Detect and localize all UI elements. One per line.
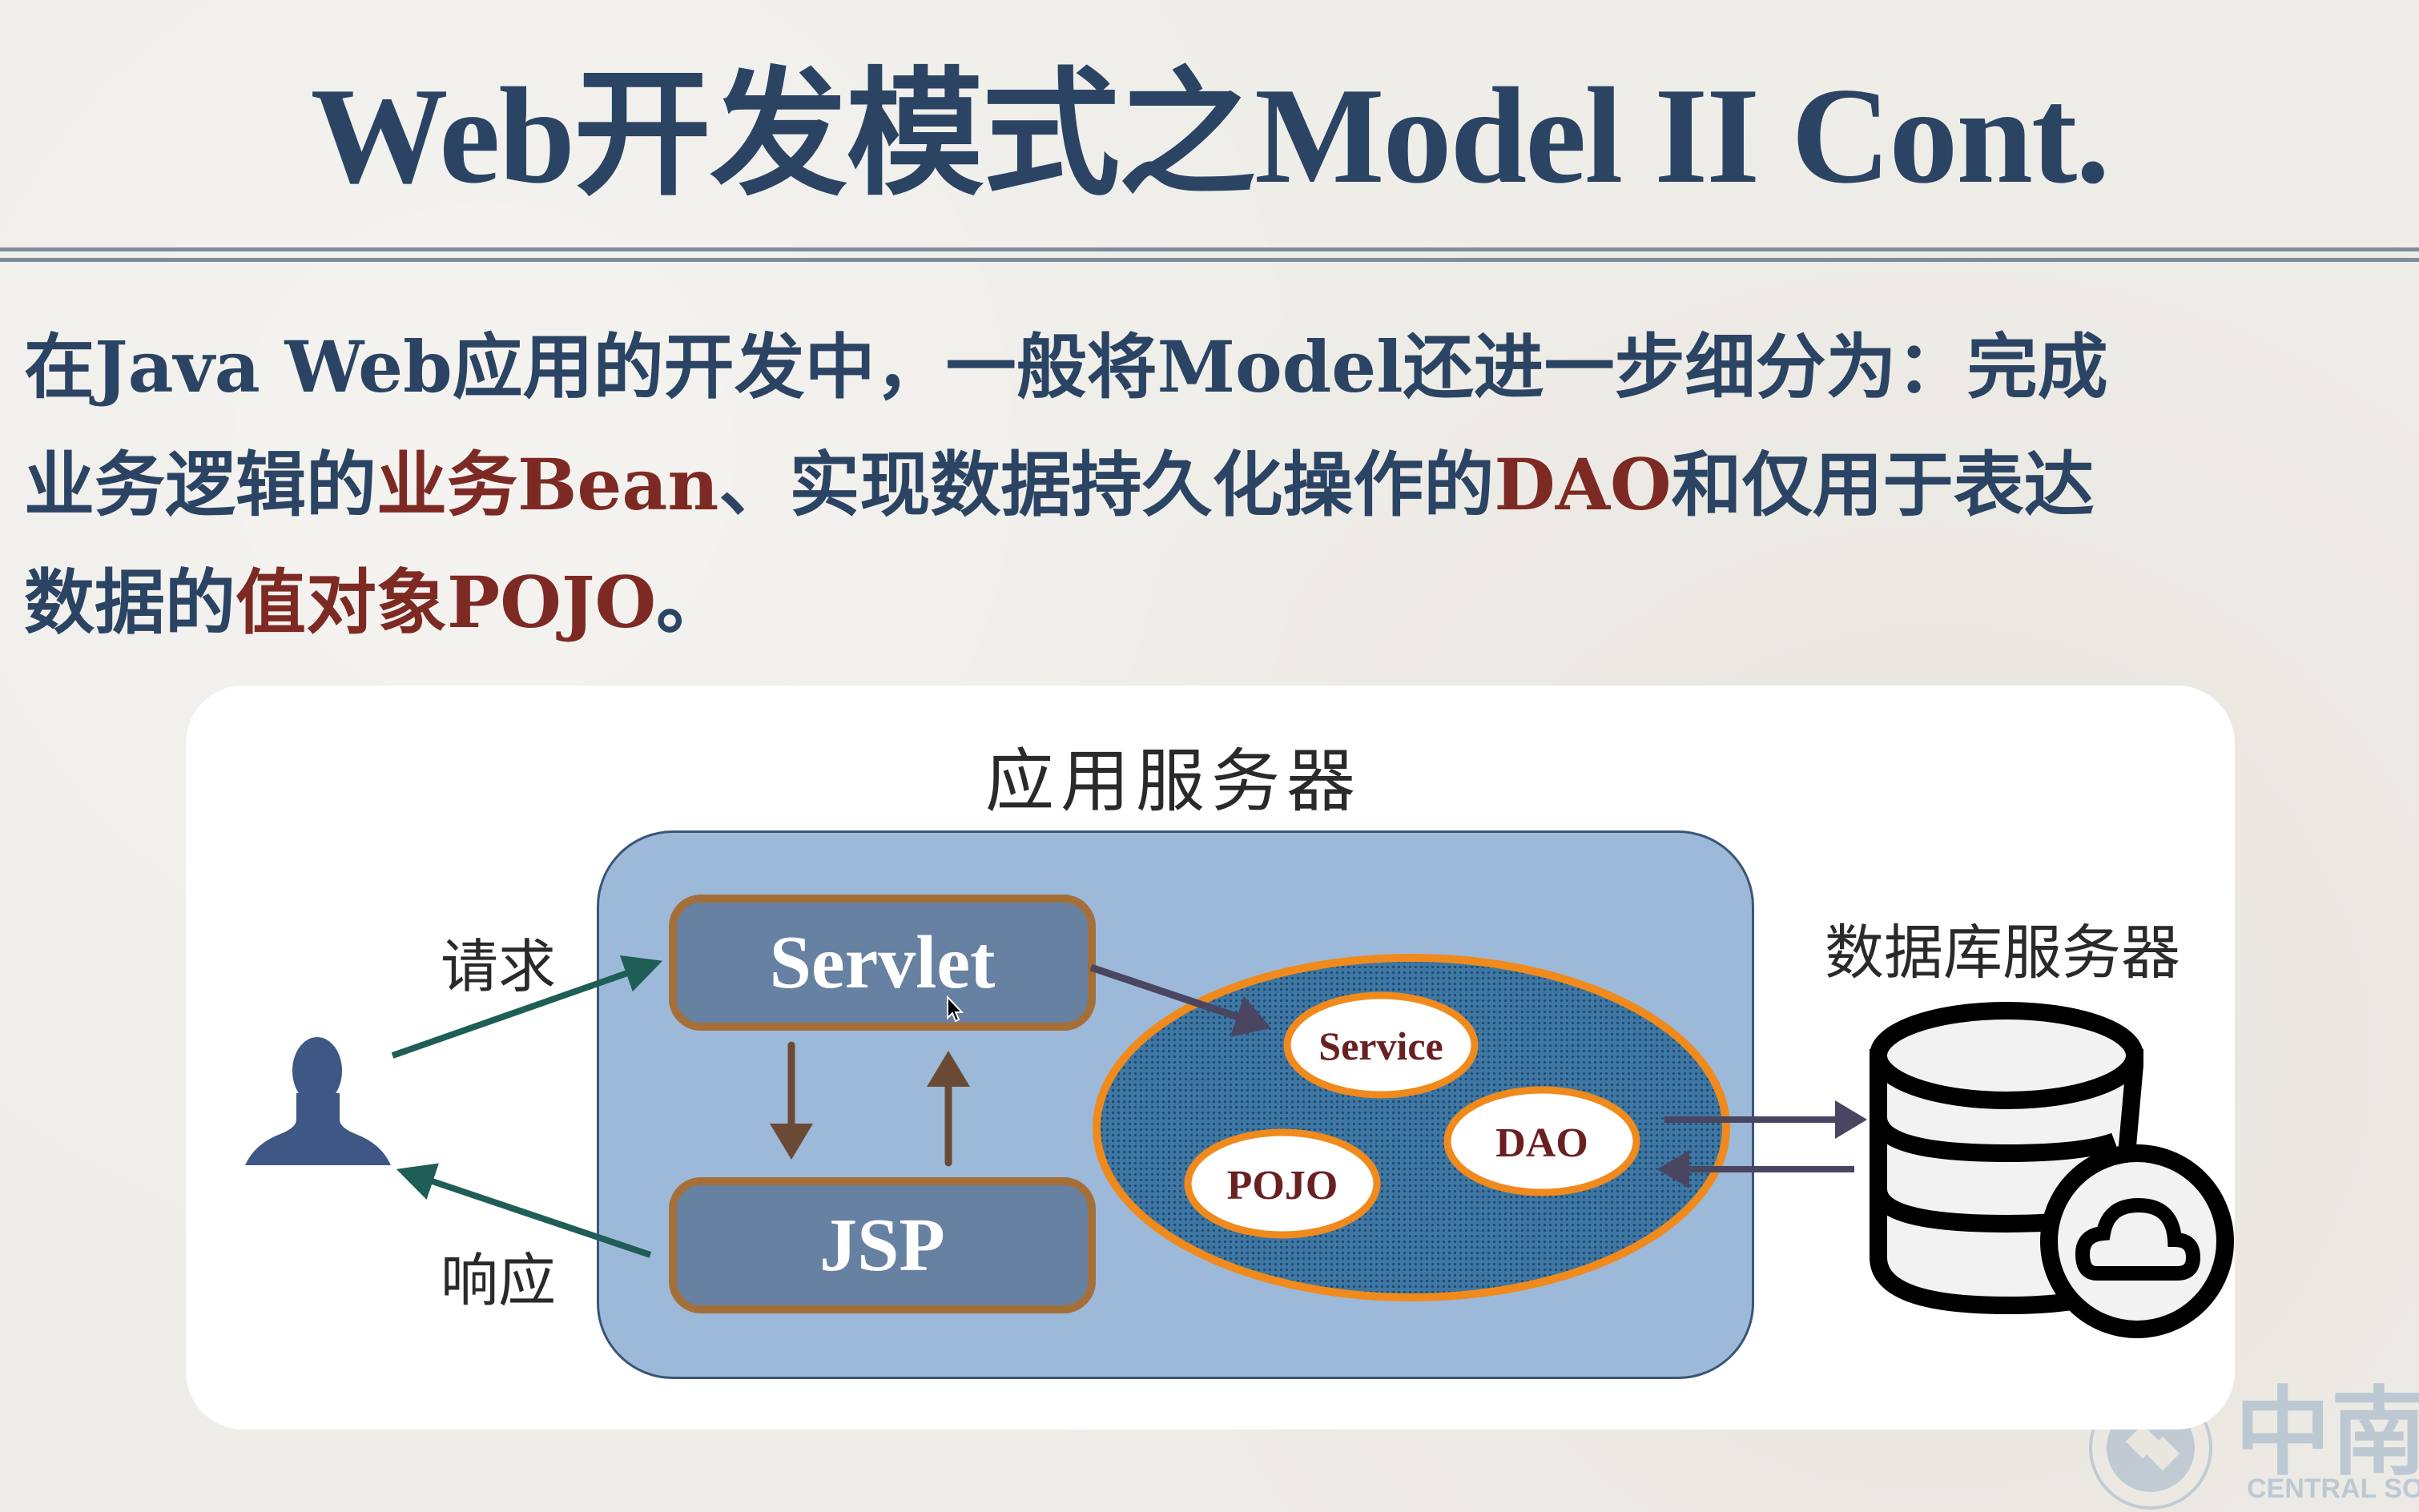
title-divider-bottom [0, 258, 2419, 262]
body-text-segment: 数据的 [24, 561, 236, 644]
body-text-segment: 在Java Web应用的开发中，一般将Model还进一步细分为：完成 [24, 325, 2108, 408]
app-server-label: 应用服务器 [985, 742, 1362, 822]
request-label: 请求 [441, 933, 557, 1000]
db-server-label: 数据库服务器 [1825, 919, 2180, 987]
watermark-school-cn: 中南大 [2235, 1379, 2419, 1486]
servlet-label: Servlet [769, 921, 996, 1004]
body-text-segment: 、实现数据持久化操作的 [718, 443, 1495, 526]
jsp-label: JSP [819, 1204, 945, 1287]
body-line-1: 在Java Web应用的开发中，一般将Model还进一步细分为：完成 [24, 308, 2419, 426]
watermark-school-en: CENTRAL SOUTH [2247, 1474, 2419, 1504]
body-text-segment: 和仅用于表达 [1671, 443, 2095, 526]
body-text-segment: 业务逻辑的 [24, 443, 377, 526]
slide-body: 在Java Web应用的开发中，一般将Model还进一步细分为：完成 业务逻辑的… [24, 308, 2419, 662]
highlight-dao: DAO [1494, 443, 1672, 526]
slide-title: Web开发模式之Model II Cont. [310, 60, 2111, 212]
highlight-business-bean: 业务Bean [376, 443, 719, 526]
body-line-2: 业务逻辑的业务Bean、实现数据持久化操作的DAO和仅用于表达 [24, 426, 2419, 544]
body-text-segment: 。 [656, 561, 727, 644]
highlight-pojo: 值对象POJO [235, 561, 657, 644]
body-line-3: 数据的值对象POJO。 [24, 544, 2419, 662]
servlet-box: Servlet [669, 895, 1096, 1031]
mouse-cursor-icon [947, 995, 964, 1023]
response-label: 响应 [441, 1247, 557, 1314]
jsp-box: JSP [669, 1177, 1096, 1313]
title-divider-top [0, 247, 2419, 251]
